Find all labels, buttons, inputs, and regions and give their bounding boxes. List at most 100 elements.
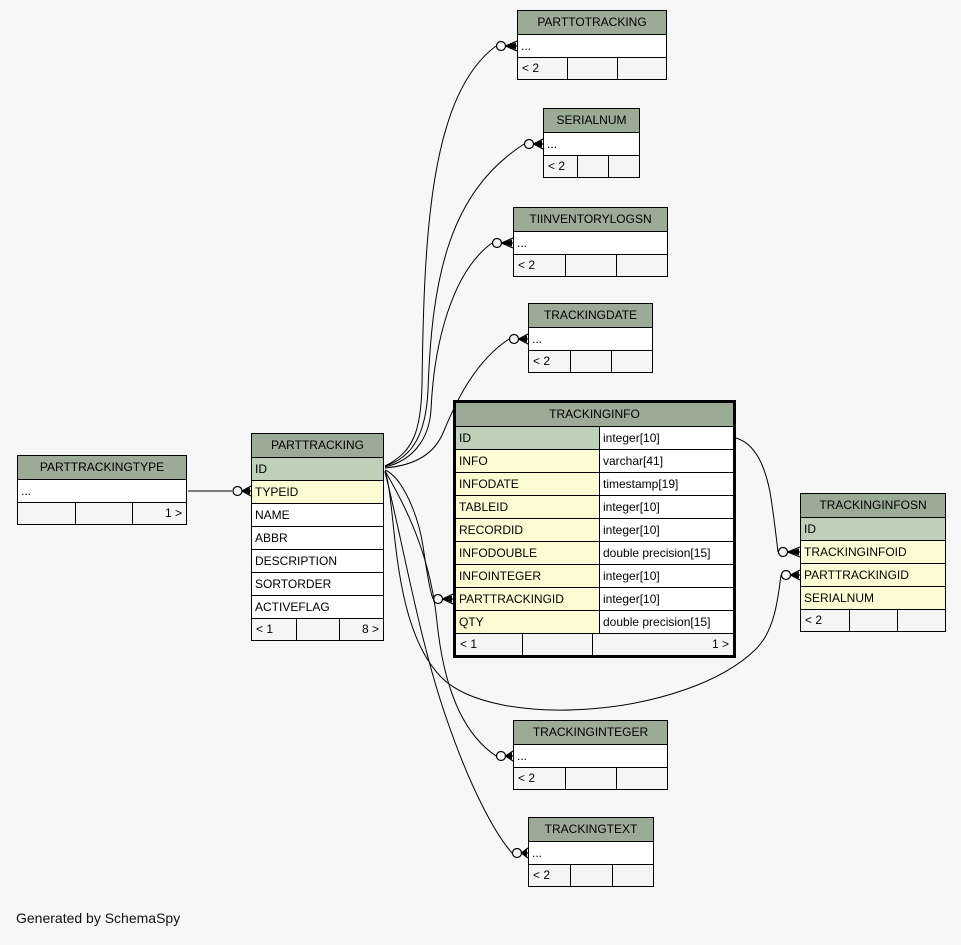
- footer-mid-cell: [522, 634, 591, 655]
- footer-mid-cell: [295, 619, 340, 640]
- edge-trackinginfo-to-trackinginfosn: [735, 437, 801, 558]
- column-name: ...: [21, 484, 32, 498]
- footer-left-cell: < 2: [518, 258, 536, 272]
- column-name: ...: [547, 137, 558, 151]
- edge-parttracking-to-trackingtext: [384, 471, 529, 859]
- column-row-ellipsis: ...: [544, 133, 639, 156]
- column-row-activeflag: ACTIVEFLAG: [252, 596, 383, 619]
- column-type: double precision[15]: [599, 542, 733, 564]
- footer-left-cell: < 2: [522, 61, 540, 75]
- footer-left-cell: < 2: [805, 613, 823, 627]
- column-name: SORTORDER: [255, 577, 332, 591]
- table-trackinginteger[interactable]: TRACKINGINTEGER...< 2: [513, 720, 668, 790]
- footer-mid-cell: [570, 351, 611, 372]
- table-trackingtext[interactable]: TRACKINGTEXT...< 2: [528, 817, 654, 887]
- column-row-ellipsis: ...: [529, 328, 652, 351]
- table-title-trackingtext: TRACKINGTEXT: [529, 818, 653, 842]
- footer-mid-cell: [567, 58, 616, 79]
- edge-parttracking-to-serialnum: [384, 138, 544, 467]
- column-name: TABLEID: [459, 500, 509, 514]
- column-row-id: ID: [801, 518, 945, 541]
- table-title-parttotracking: PARTTOTRACKING: [518, 11, 666, 35]
- generator-credit: Generated by SchemaSpy: [16, 910, 181, 926]
- column-name: QTY: [459, 615, 484, 629]
- table-title-trackinginteger: TRACKINGINTEGER: [514, 721, 667, 745]
- footer-right-cell: [616, 255, 667, 276]
- column-name: INFODOUBLE: [459, 546, 538, 560]
- footer-right-cell: [616, 768, 667, 789]
- footer-right-cell: [611, 865, 653, 886]
- table-title-tiinventorylogsn: TIINVENTORYLOGSN: [514, 208, 667, 232]
- column-type: integer[10]: [599, 496, 733, 518]
- footer-left-cell: < 1: [460, 637, 478, 651]
- column-row-parttrackingid: PARTTRACKINGID: [801, 564, 945, 587]
- edge-parttracking-to-parttotracking: [384, 40, 518, 467]
- column-row-trackinginfoid: TRACKINGINFOID: [801, 541, 945, 564]
- footer-mid-cell: [849, 610, 897, 631]
- column-type: timestamp[19]: [599, 473, 733, 495]
- column-name: ACTIVEFLAG: [255, 600, 330, 614]
- column-name: NAME: [255, 508, 290, 522]
- column-name: SERIALNUM: [804, 591, 875, 605]
- column-type: integer[10]: [599, 588, 733, 610]
- column-row-ellipsis: ...: [514, 232, 667, 255]
- table-footer-tiinventorylogsn: < 2: [514, 255, 667, 276]
- footer-mid-cell: [565, 255, 616, 276]
- table-title-serialnum: SERIALNUM: [544, 109, 639, 133]
- table-parttrackingtype[interactable]: PARTTRACKINGTYPE... 1 >: [17, 455, 187, 525]
- column-name: ID: [459, 431, 471, 445]
- footer-right-cell: [616, 58, 666, 79]
- table-serialnum[interactable]: SERIALNUM... < 2: [543, 108, 640, 178]
- column-name: TRACKINGINFOID: [804, 545, 907, 559]
- footer-right-cell: [608, 156, 639, 177]
- footer-right-cell: 1 >: [132, 503, 186, 524]
- column-name: TYPEID: [255, 485, 299, 499]
- footer-left-cell: [18, 503, 75, 524]
- table-title-parttrackingtype: PARTTRACKINGTYPE: [18, 456, 186, 480]
- table-footer-parttrackingtype: 1 >: [18, 503, 186, 524]
- table-tiinventorylogsn[interactable]: TIINVENTORYLOGSN... < 2: [513, 207, 668, 277]
- column-type: integer[10]: [599, 565, 733, 587]
- column-name: INFOINTEGER: [459, 569, 542, 583]
- column-name: ID: [255, 462, 267, 476]
- table-footer-serialnum: < 2: [544, 156, 639, 177]
- footer-mid-cell: [570, 865, 611, 886]
- footer-left-cell: < 2: [533, 354, 551, 368]
- column-name: PARTTRACKINGID: [804, 568, 909, 582]
- column-name: RECORDID: [459, 523, 524, 537]
- column-row-parttrackingid: PARTTRACKINGID integer[10]: [456, 588, 733, 611]
- edge-parttracking-to-trackinginfo: [384, 469, 454, 605]
- footer-mid-cell: [565, 768, 616, 789]
- column-name: PARTTRACKINGID: [459, 592, 564, 606]
- column-type: varchar[41]: [599, 450, 733, 472]
- table-title-parttracking: PARTTRACKING: [252, 434, 383, 458]
- column-name: ...: [517, 236, 528, 250]
- column-row-typeid: TYPEID: [252, 481, 383, 504]
- column-row-ellipsis: ...: [518, 35, 666, 58]
- footer-mid-cell: [577, 156, 608, 177]
- footer-right-cell: 8 >: [339, 619, 383, 640]
- footer-left-cell: < 2: [533, 868, 551, 882]
- footer-right-cell: 1 >: [591, 634, 733, 655]
- footer-left-cell: < 2: [548, 159, 566, 173]
- column-name: ...: [517, 749, 528, 763]
- edge-parttracking-to-trackingdate: [384, 333, 529, 469]
- table-parttotracking[interactable]: PARTTOTRACKING... < 2: [517, 10, 667, 80]
- footer-mid-cell: [75, 503, 132, 524]
- column-row-tableid: TABLEID integer[10]: [456, 496, 733, 519]
- column-row-id: ID: [252, 458, 383, 481]
- table-trackingdate[interactable]: TRACKINGDATE...< 2: [528, 303, 653, 373]
- table-footer-trackinginfosn: < 2: [801, 610, 945, 631]
- edge-parttracking-to-trackinginteger: [384, 470, 514, 762]
- table-footer-trackingtext: < 2: [529, 865, 653, 886]
- column-row-infointeger: INFOINTEGER integer[10]: [456, 565, 733, 588]
- table-title-trackinginfosn: TRACKINGINFOSN: [801, 494, 945, 518]
- column-name: ABBR: [255, 531, 288, 545]
- column-row-ellipsis: ...: [514, 745, 667, 768]
